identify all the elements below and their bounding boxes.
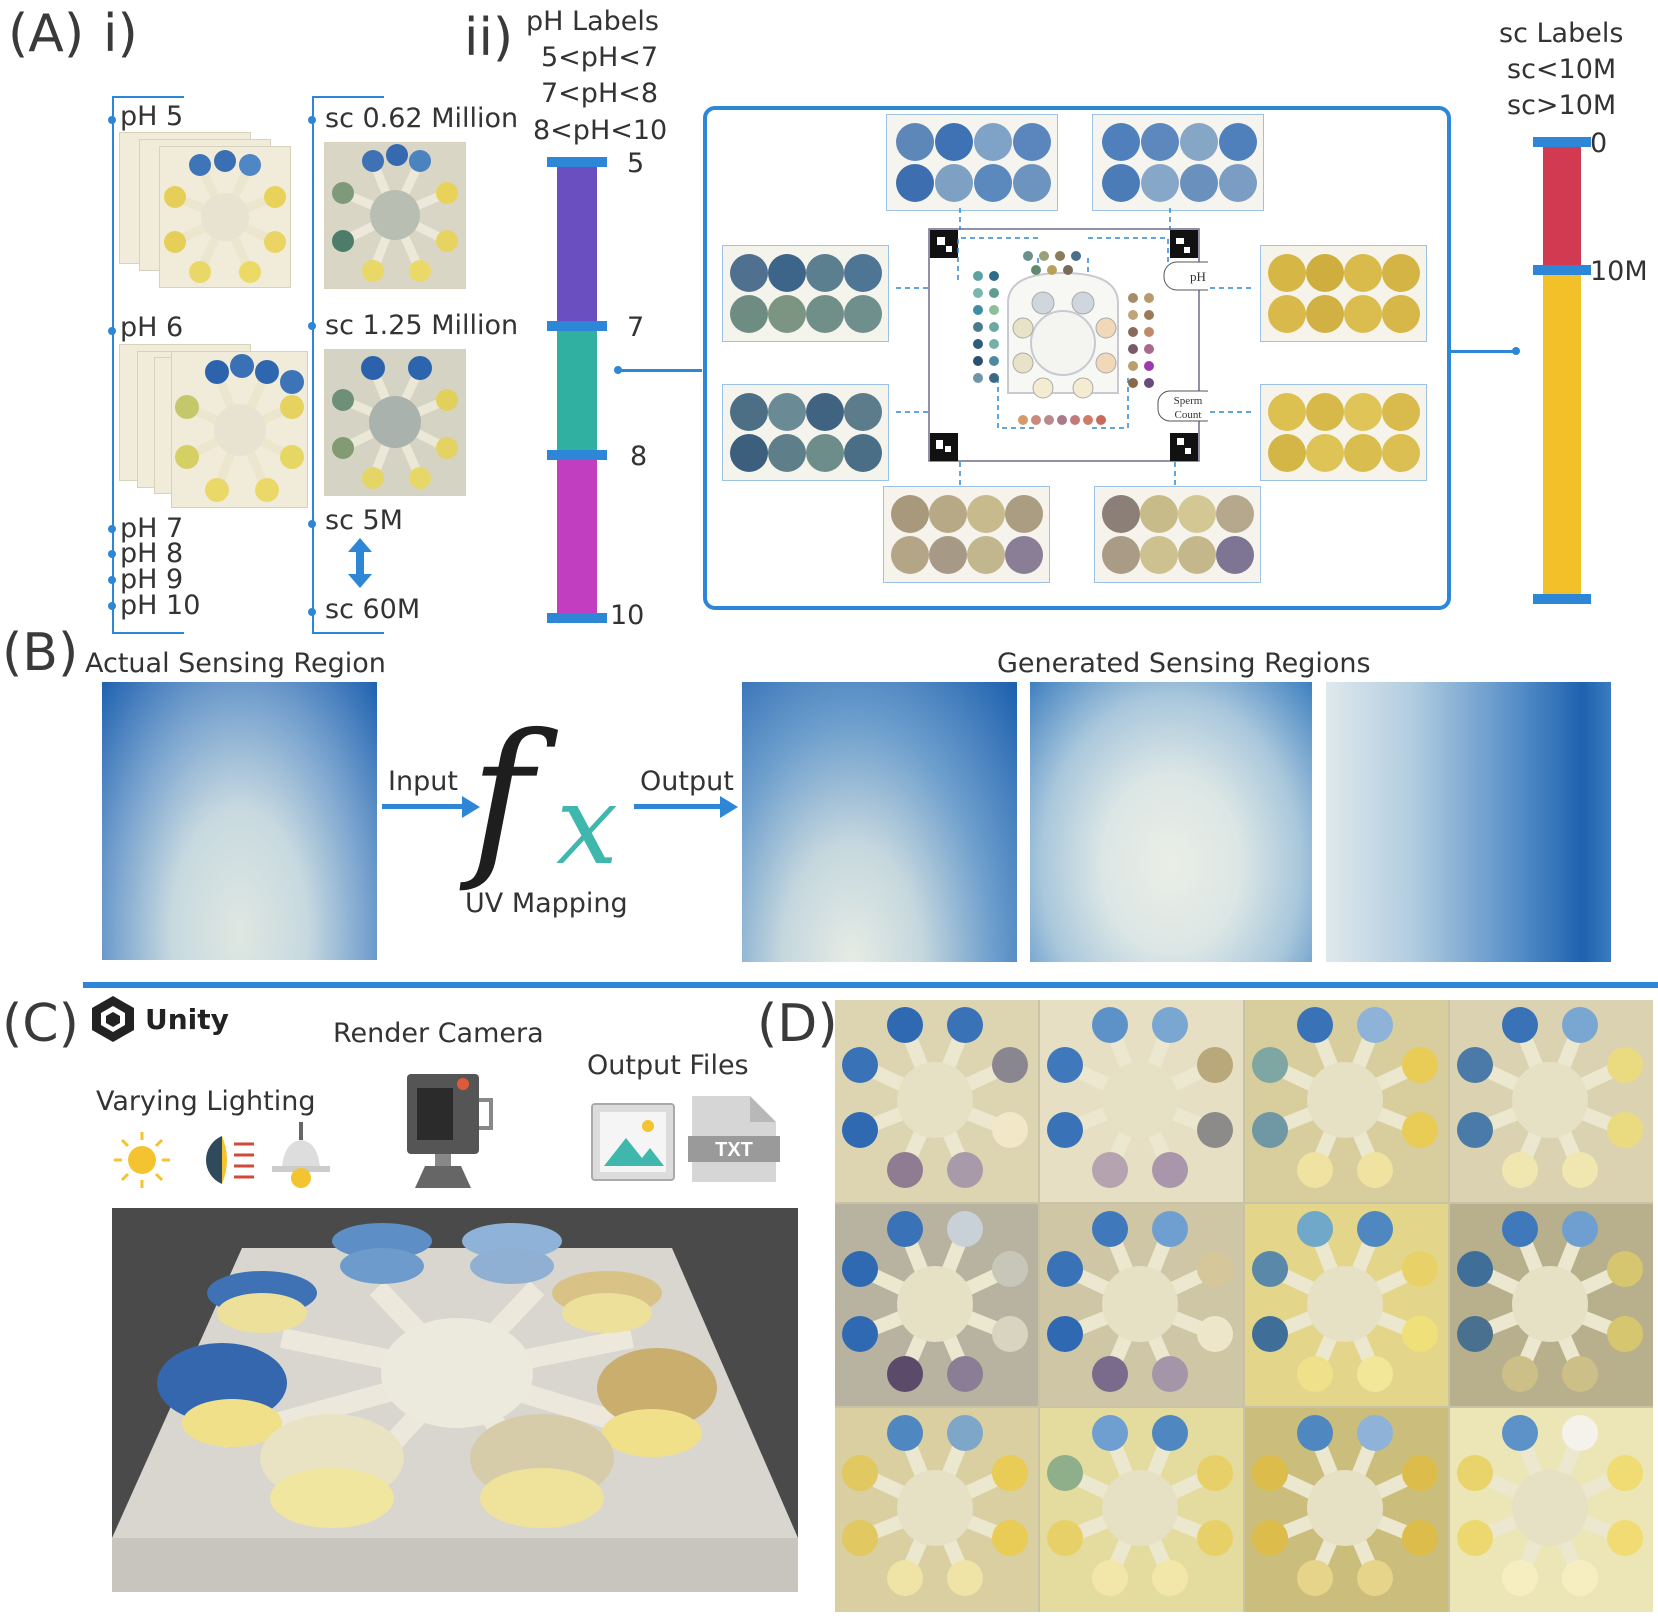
ph-segment-8-10 bbox=[557, 454, 597, 619]
unity-label: Unity bbox=[145, 1003, 229, 1036]
sc-segment-low bbox=[1543, 143, 1581, 270]
generated-sensing-region-3 bbox=[1326, 682, 1611, 962]
well-thumb-top-right bbox=[1092, 114, 1264, 211]
headlight-icon bbox=[206, 1136, 254, 1184]
sc-5m-label: sc 5M bbox=[325, 505, 403, 536]
sc-125-label: sc 1.25 Million bbox=[325, 310, 519, 341]
well-thumb-bottom-right bbox=[1094, 486, 1261, 583]
unity-scene-render bbox=[112, 1208, 798, 1592]
double-arrow-icon bbox=[348, 538, 372, 588]
sun-icon bbox=[114, 1132, 170, 1188]
ph-label-range-1: 5<pH<7 bbox=[541, 42, 659, 73]
sc-label-range-1: sc<10M bbox=[1507, 54, 1617, 85]
ph-tick-5: 5 bbox=[627, 148, 645, 179]
well-thumb-top-left bbox=[886, 114, 1058, 211]
sc-label-range-2: sc>10M bbox=[1507, 90, 1617, 121]
chip-connectors bbox=[894, 208, 1255, 485]
sc-labels-title: sc Labels bbox=[1499, 18, 1624, 49]
ph-tick-10: 10 bbox=[610, 600, 645, 631]
ceiling-lamp-icon bbox=[272, 1122, 330, 1188]
image-file-icon bbox=[591, 1103, 675, 1181]
well-thumb-left-lower bbox=[722, 384, 889, 481]
chip-sperm-tag-1: Sperm bbox=[1174, 395, 1203, 407]
augmented-image-grid bbox=[835, 1000, 1653, 1612]
ph-5-label: pH 5 bbox=[120, 101, 184, 132]
ph-7-label: pH 7 bbox=[120, 513, 184, 544]
sc-062-chip-image bbox=[325, 143, 465, 288]
input-label: Input bbox=[388, 766, 458, 797]
panel-c-label: (C) bbox=[2, 994, 79, 1054]
panel-d-label: (D) bbox=[757, 994, 838, 1054]
uv-mapping-label: UV Mapping bbox=[465, 888, 628, 919]
render-camera-label: Render Camera bbox=[333, 1018, 544, 1049]
fx-f-glyph: f bbox=[470, 698, 533, 896]
sc-062-label: sc 0.62 Million bbox=[325, 103, 519, 134]
well-thumb-bottom-left bbox=[883, 486, 1050, 583]
fx-x-glyph: x bbox=[556, 761, 619, 889]
well-thumb-left-upper bbox=[722, 245, 889, 342]
ph-10-label: pH 10 bbox=[120, 590, 201, 621]
ph-6-label: pH 6 bbox=[120, 312, 184, 343]
panel-a-i-label: i) bbox=[103, 4, 138, 64]
chip-analysis-box bbox=[703, 106, 1451, 610]
ph-8-label: pH 8 bbox=[120, 538, 184, 569]
chip-ph-tag: pH bbox=[1190, 269, 1206, 284]
ph-9-label: pH 9 bbox=[120, 564, 184, 595]
ph-segment-7-8 bbox=[557, 326, 597, 454]
panel-b-label: (B) bbox=[2, 623, 79, 683]
ph-segment-5-7 bbox=[557, 161, 597, 326]
chip-sperm-tag-2: Count bbox=[1175, 409, 1202, 421]
ph-labels-title: pH Labels bbox=[526, 6, 659, 37]
output-label: Output bbox=[640, 766, 734, 797]
panel-a-label: (A) bbox=[8, 4, 85, 64]
ph-tick-8: 8 bbox=[630, 441, 648, 472]
actual-sensing-label: Actual Sensing Region bbox=[85, 648, 386, 679]
txt-file-icon: TXT bbox=[688, 1096, 780, 1182]
ph-label-range-2: 7<pH<8 bbox=[541, 78, 659, 109]
sc-tick-0: 0 bbox=[1590, 128, 1608, 159]
generated-sensing-label: Generated Sensing Regions bbox=[997, 648, 1371, 679]
sc-tick-10m: 10M bbox=[1590, 256, 1648, 287]
camera-icon bbox=[407, 1074, 493, 1188]
actual-sensing-region bbox=[102, 682, 377, 960]
sc-125-chip-image bbox=[325, 350, 465, 495]
unity-logo-icon bbox=[92, 996, 134, 1042]
ph-label-range-3: 8<pH<10 bbox=[533, 115, 668, 146]
sc-segment-high bbox=[1543, 270, 1581, 597]
panel-a-ii-label: ii) bbox=[464, 8, 514, 68]
sc-60m-label: sc 60M bbox=[325, 594, 421, 625]
generated-sensing-region-2 bbox=[1030, 682, 1312, 962]
output-files-label: Output Files bbox=[587, 1050, 749, 1081]
ph-bracket bbox=[112, 96, 184, 634]
ph-tick-7: 7 bbox=[627, 312, 645, 343]
varying-lighting-label: Varying Lighting bbox=[96, 1086, 316, 1117]
chip-schematic: pH Sperm Count bbox=[928, 228, 1208, 462]
generated-sensing-region-1 bbox=[742, 682, 1017, 962]
section-divider bbox=[83, 982, 1658, 988]
well-thumb-right-upper bbox=[1260, 245, 1427, 342]
well-thumb-right-lower bbox=[1260, 384, 1427, 481]
txt-icon-label: TXT bbox=[715, 1139, 753, 1161]
sc-bracket bbox=[312, 96, 384, 634]
